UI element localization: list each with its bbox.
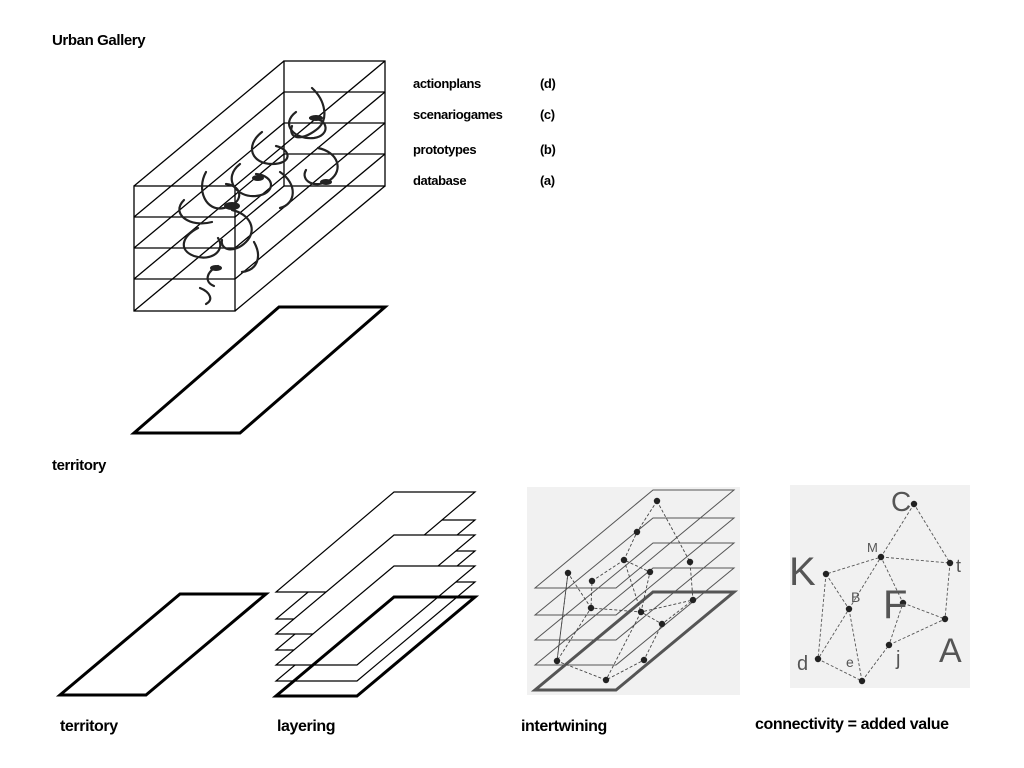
node-label-A: A bbox=[939, 632, 962, 670]
layering-panel bbox=[271, 491, 480, 698]
legend-label-actionplans: actionplans bbox=[413, 76, 481, 91]
connectivity-nodes bbox=[814, 500, 954, 685]
node-label-e: e bbox=[846, 654, 854, 670]
node-label-M: M bbox=[867, 540, 878, 555]
territory-panel bbox=[55, 592, 271, 697]
connectivity-panel-background bbox=[790, 485, 970, 688]
connectivity-panel: C M t K B F d e j A bbox=[789, 485, 970, 688]
legend-label-database: database bbox=[413, 173, 467, 188]
legend-label-prototypes: prototypes bbox=[413, 142, 477, 157]
caption-intertwining: intertwining bbox=[521, 718, 607, 735]
territory-heading: territory bbox=[52, 457, 106, 474]
connectivity-links bbox=[817, 503, 951, 682]
node-label-F: F bbox=[883, 583, 907, 627]
node-label-K: K bbox=[789, 550, 816, 594]
urban-gallery-box bbox=[133, 60, 386, 312]
caption-connectivity: connectivity = added value bbox=[755, 716, 949, 733]
legend-code-b: (b) bbox=[540, 142, 556, 157]
intertwining-spirals bbox=[178, 86, 339, 306]
territory-plane-main bbox=[129, 305, 390, 435]
legend-label-scenariogames: scenariogames bbox=[413, 107, 503, 122]
legend-code-c: (c) bbox=[540, 107, 555, 122]
node-label-j: j bbox=[895, 648, 900, 670]
node-label-t: t bbox=[956, 556, 961, 576]
caption-territory: territory bbox=[60, 718, 118, 735]
spiral-dots bbox=[210, 115, 332, 271]
caption-layering: layering bbox=[277, 718, 336, 735]
diagram-title: Urban Gallery bbox=[52, 32, 146, 49]
intertwining-panel bbox=[527, 487, 740, 695]
connectivity-node-labels: C M t K B F d e j A bbox=[789, 486, 962, 675]
legend-code-d: (d) bbox=[540, 76, 556, 91]
intertwining-nodes bbox=[553, 497, 697, 684]
node-label-B: B bbox=[851, 589, 860, 605]
node-label-C: C bbox=[891, 486, 911, 517]
legend-code-a: (a) bbox=[540, 173, 555, 188]
node-label-d: d bbox=[797, 653, 808, 675]
